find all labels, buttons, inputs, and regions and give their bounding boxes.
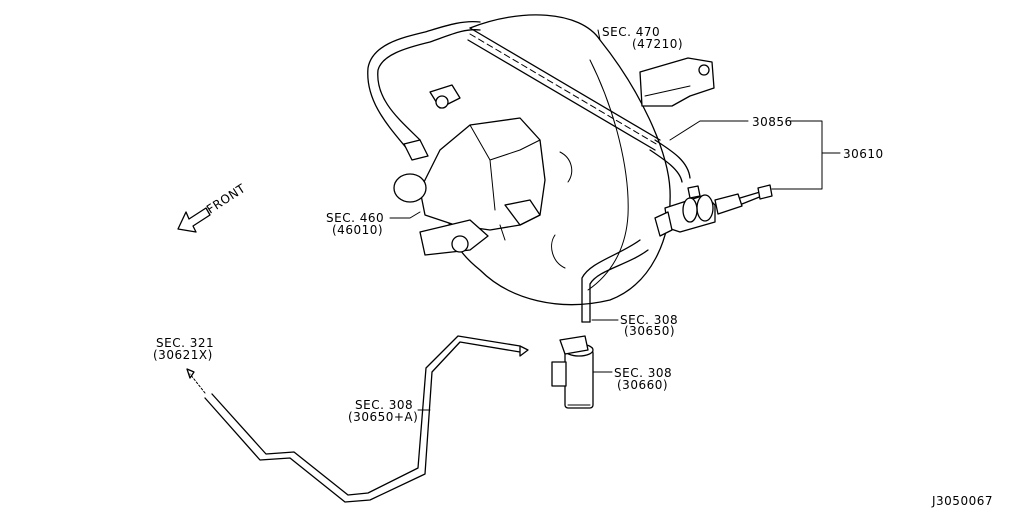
sec308-reservoir-label: SEC. 308 <box>614 366 672 380</box>
sec321-arrow <box>186 368 206 394</box>
sec308-hose-label: SEC. 308 <box>620 313 678 327</box>
brake-master-cylinder <box>393 84 546 256</box>
sec308-pipe-label: SEC. 308 <box>355 398 413 412</box>
part-30610-label: 30610 <box>843 147 884 161</box>
front-direction-arrow <box>177 207 211 233</box>
reservoir-hose <box>367 20 481 161</box>
booster-bracket <box>639 57 715 107</box>
sec321-number: (30621X) <box>153 348 213 362</box>
front-label: FRONT <box>204 181 248 217</box>
sec460-label: SEC. 460 <box>326 211 384 225</box>
clutch-master-cylinder <box>654 184 773 237</box>
clutch-pipe <box>204 335 529 503</box>
leader-lines <box>389 29 841 411</box>
sec308-pipe-number: (30650+A) <box>348 410 418 424</box>
booster-vacuum-pipe <box>467 27 691 183</box>
clutch-hose <box>581 239 649 323</box>
sec460-number: (46010) <box>332 223 383 237</box>
sec308-hose-number: (30650) <box>624 324 675 338</box>
clutch-reservoir <box>551 335 594 409</box>
sec470-label: SEC. 470 <box>602 25 660 39</box>
diagram-id: J3050067 <box>931 494 993 508</box>
part-30856-label: 30856 <box>752 115 793 129</box>
sec308-reservoir-number: (30660) <box>617 378 668 392</box>
sec470-number: (47210) <box>632 37 683 51</box>
sec321-label: SEC. 321 <box>156 336 214 350</box>
